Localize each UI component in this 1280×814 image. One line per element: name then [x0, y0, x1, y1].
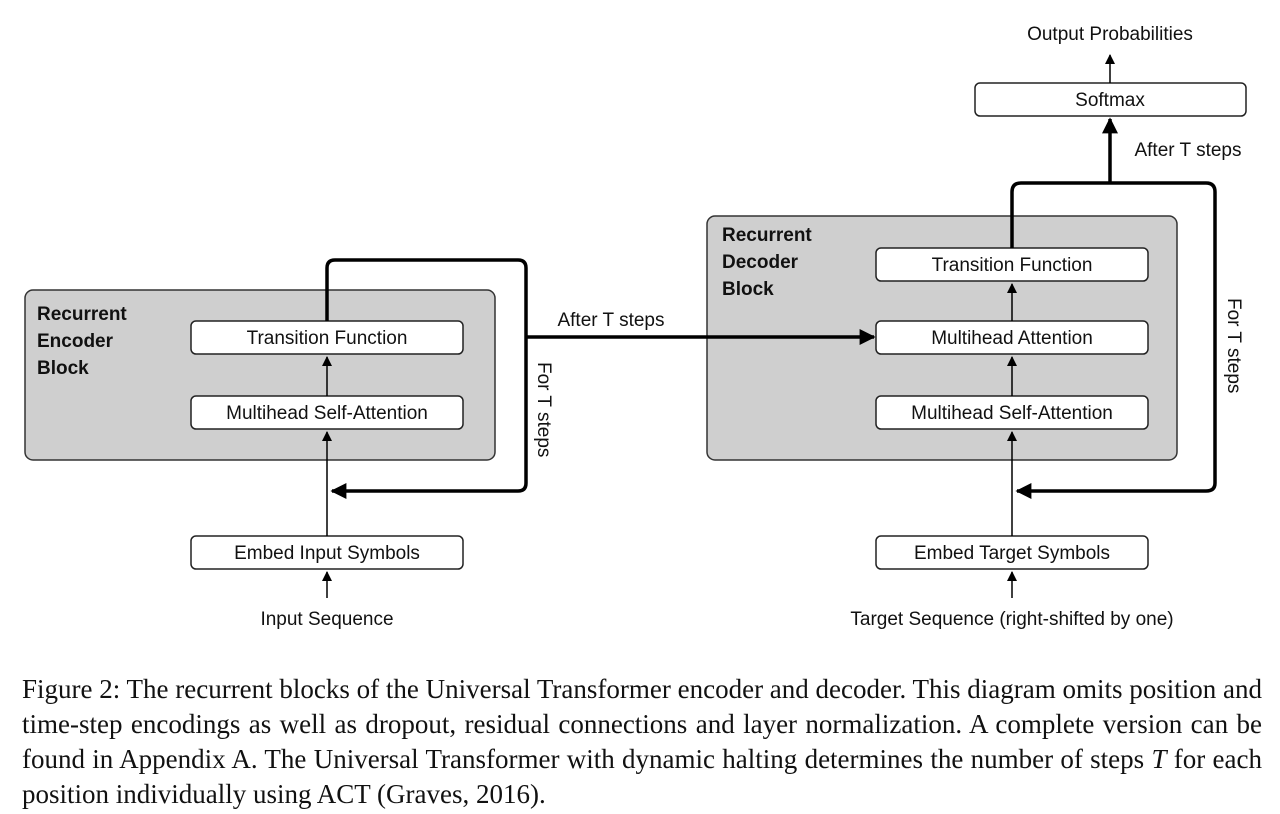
decoder-loop-label: For T steps — [1223, 298, 1244, 393]
encoder-embed-label: Embed Input Symbols — [234, 543, 420, 564]
encoder-attention-label: Multihead Self-Attention — [226, 403, 428, 424]
caption-math-t: T — [1151, 744, 1167, 774]
encoder-title-line-1: Recurrent — [37, 304, 127, 325]
output-label: Output Probabilities — [1027, 24, 1193, 45]
encoder-loop-arrow — [325, 258, 528, 499]
between-label: After T steps — [557, 310, 664, 331]
decoder-cross-attention-label: Multihead Attention — [931, 328, 1093, 349]
top-after-label: After T steps — [1134, 140, 1241, 161]
caption-text: Figure 2: The recurrent blocks of the Un… — [22, 674, 1262, 774]
decoder-input-label: Target Sequence (right-shifted by one) — [850, 609, 1173, 630]
decoder-title-line-2: Decoder — [722, 252, 799, 273]
decoder-self-attention-label: Multihead Self-Attention — [911, 403, 1113, 424]
caption-text-end: for each position individually using ACT… — [22, 744, 1263, 809]
encoder-loop-label: For T steps — [533, 362, 554, 457]
encoder-title-line-2: Encoder — [37, 331, 114, 352]
decoder-title-line-1: Recurrent — [722, 225, 812, 246]
decoder-title-line-3: Block — [722, 279, 774, 300]
encoder-input-label: Input Sequence — [260, 609, 393, 630]
softmax-label: Softmax — [1075, 90, 1145, 111]
architecture-diagram: Recurrent Encoder Block Recurrent Decode… — [24, 24, 1247, 630]
figure-caption: Figure 2: The recurrent blocks of the Un… — [22, 672, 1262, 812]
encoder-transition-label: Transition Function — [247, 328, 408, 349]
decoder-transition-label: Transition Function — [932, 255, 1093, 276]
encoder-title-line-3: Block — [37, 358, 89, 379]
decoder-embed-label: Embed Target Symbols — [914, 543, 1110, 564]
decoder-loop-arrow — [1010, 181, 1217, 499]
